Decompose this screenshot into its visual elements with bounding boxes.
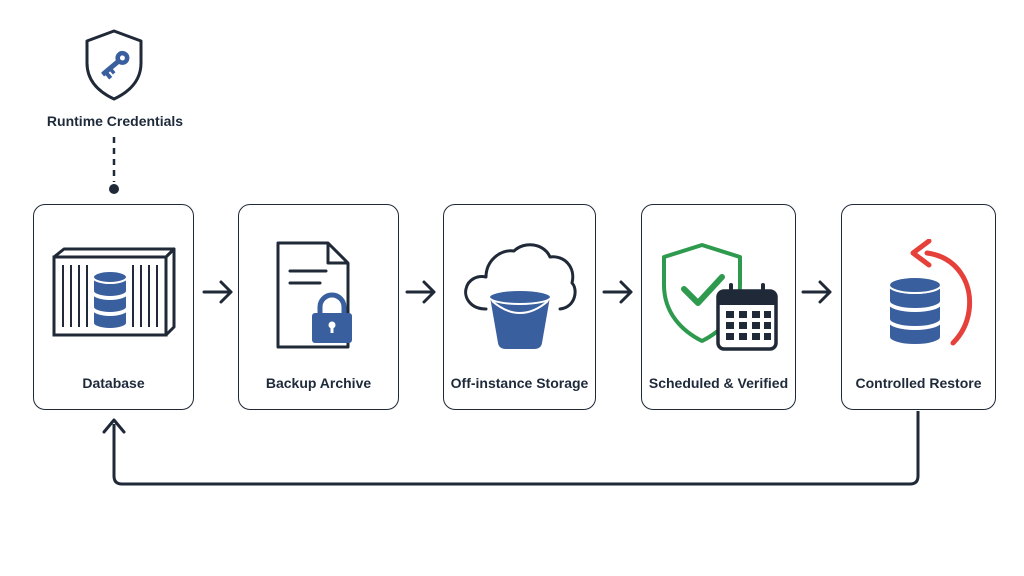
step-scheduled-verified: Scheduled & Verified (641, 204, 796, 410)
step-controlled-restore: Controlled Restore (841, 204, 996, 410)
shield-key-icon (85, 29, 143, 101)
flow-arrow-1 (202, 280, 233, 304)
feedback-loop-line (112, 411, 920, 486)
credentials-label: Runtime Credentials (46, 113, 184, 129)
credentials-connector (109, 137, 119, 194)
server-database-icon (52, 247, 175, 337)
step-label-database: Database (82, 375, 145, 391)
flow-arrow-3 (602, 280, 633, 304)
feedback-arrowhead (102, 418, 126, 434)
cloud-bucket-icon (463, 243, 577, 349)
flow-arrow-4 (801, 280, 832, 304)
database-restore-icon (887, 239, 972, 346)
shield-check-calendar-icon (661, 243, 778, 351)
step-backup-archive: Backup Archive (238, 204, 399, 410)
step-label-controlled-restore: Controlled Restore (855, 375, 982, 391)
step-database: Database (33, 204, 194, 410)
step-off-instance-storage: Off-instance Storage (443, 204, 596, 410)
step-label-backup-archive: Backup Archive (265, 375, 372, 391)
step-label-off-instance-storage: Off-instance Storage (450, 375, 589, 391)
flow-arrow-2 (405, 280, 436, 304)
step-label-scheduled-verified: Scheduled & Verified (648, 375, 789, 391)
locked-document-icon (276, 241, 352, 349)
